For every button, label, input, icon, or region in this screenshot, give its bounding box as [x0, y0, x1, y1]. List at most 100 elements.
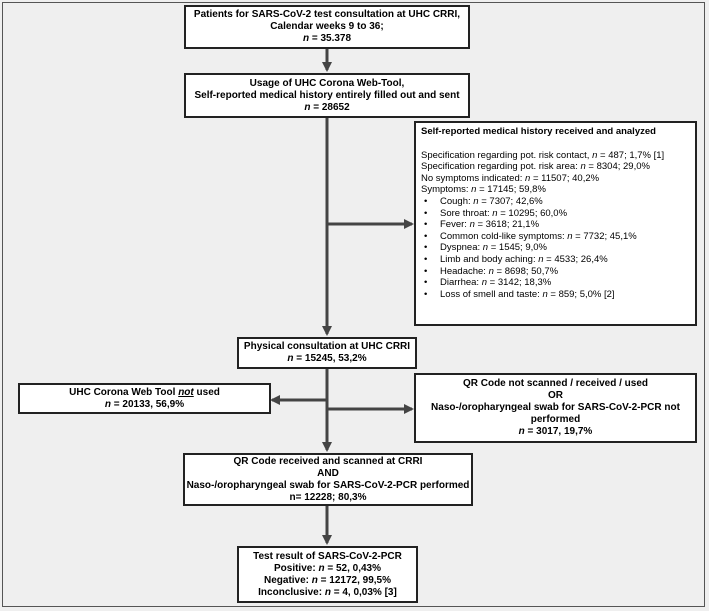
webtool-n-value: = 28652: [310, 101, 350, 113]
webtool-line1: Usage of UHC Corona Web-Tool,: [249, 77, 405, 89]
qrnot-line3: Naso-/oropharyngeal swab for SARS-CoV-2-…: [431, 402, 680, 413]
history-line-label: Specification regarding pot. risk area:: [421, 161, 581, 173]
patients-n-label: n: [302, 33, 310, 44]
symptom-item-label: Cough:: [440, 195, 474, 207]
history-line-n: n: [471, 184, 477, 196]
qr-scanned-box: QR Code received and scanned at CRRI AND…: [183, 453, 473, 506]
medical-history-title: Self-reported medical history received a…: [421, 126, 656, 137]
qrscan-n-value: n= 12228; 80,3%: [289, 491, 367, 503]
medical-history-box: Self-reported medical history received a…: [414, 121, 697, 326]
symptom-item-value: = 1545; 9,0%: [488, 242, 547, 254]
qrscan-line2: AND: [317, 467, 339, 479]
qrscan-line3: Naso-/oropharyngeal swab for SARS-CoV-2-…: [186, 479, 470, 491]
symptom-item: Sore throat: n = 10295; 60,0%: [421, 208, 690, 220]
history-line-value: = 11507; 40,2%: [530, 172, 600, 184]
symptom-item-label: Diarrhea:: [440, 277, 482, 289]
symptom-item-label: Dyspnea:: [440, 242, 483, 254]
symptom-item-label: Common cold-like symptoms:: [440, 230, 568, 242]
symptom-item-value: = 859; 5,0% [2]: [547, 288, 615, 300]
webtool-not-used-box: UHC Corona Web Tool not used n = 20133, …: [18, 383, 271, 414]
history-line-value: = 17145; 59,8%: [476, 184, 546, 196]
pcr-negative-n: n: [311, 574, 318, 586]
pcr-positive-n: n: [318, 562, 325, 574]
symptom-item-n: n: [542, 288, 548, 300]
history-line: Specification regarding pot. risk contac…: [421, 150, 690, 162]
notused-n-value: = 20133, 56,9%: [110, 398, 185, 410]
pcr-inconclusive-n: n: [324, 586, 331, 598]
qrnot-n-label: n: [518, 426, 525, 437]
history-line-label: Symptoms:: [421, 184, 472, 196]
history-line: Symptoms: n = 17145; 59,8%: [421, 184, 690, 196]
pcr-result-box: Test result of SARS-CoV-2-PCR Positive: …: [237, 546, 418, 603]
physical-n-value: = 15245, 53,2%: [293, 353, 367, 364]
symptom-item: Dyspnea: n = 1545; 9,0%: [421, 242, 690, 254]
symptom-item: Headache: n = 8698; 50,7%: [421, 266, 690, 278]
pcr-negative-label: Negative:: [263, 574, 312, 586]
symptom-item-n: n: [482, 242, 489, 254]
history-line: No symptoms indicated: n = 11507; 40,2%: [421, 173, 690, 185]
webtool-box: Usage of UHC Corona Web-Tool, Self-repor…: [184, 73, 470, 118]
pcr-inconclusive-value: = 4, 0,03% [3]: [330, 586, 397, 598]
qrnot-line2: OR: [548, 390, 563, 401]
history-line-label: Specification regarding pot. risk contac…: [421, 149, 593, 161]
symptom-item-value: = 3618; 21,1%: [474, 219, 540, 231]
symptom-item-n: n: [538, 253, 544, 265]
physical-consultation-box: Physical consultation at UHC CRRI n = 15…: [237, 337, 417, 369]
webtool-n-label: n: [304, 101, 311, 113]
patients-line2: Calendar weeks 9 to 36;: [270, 21, 384, 32]
symptom-item-n: n: [473, 195, 479, 207]
symptom-item-value: = 8698; 50,7%: [493, 265, 559, 277]
symptom-item: Fever: n = 3618; 21,1%: [421, 219, 690, 231]
symptom-item-label: Limb and body aching:: [440, 253, 539, 265]
patients-n-value: = 35.378: [309, 33, 352, 44]
physical-line1: Physical consultation at UHC CRRI: [243, 341, 411, 352]
symptom-item-value: = 4533; 26,4%: [543, 253, 608, 265]
webtool-line2: Self-reported medical history entirely f…: [194, 89, 460, 101]
symptom-item-n: n: [492, 207, 498, 219]
history-line-n: n: [592, 149, 598, 161]
symptom-item: Limb and body aching: n = 4533; 26,4%: [421, 254, 690, 266]
patients-line1: Patients for SARS-CoV-2 test consultatio…: [193, 9, 461, 20]
symptom-item-label: Sore throat:: [440, 207, 493, 219]
qrnot-n-value: = 3017, 19,7%: [524, 426, 593, 437]
symptom-item-value: = 7307; 42,6%: [478, 195, 543, 207]
symptom-item-n: n: [567, 230, 573, 242]
symptom-item-value: = 3142; 18,3%: [487, 277, 552, 289]
history-line-n: n: [580, 161, 586, 173]
qrscan-line1: QR Code received and scanned at CRRI: [233, 455, 423, 467]
symptom-item-value: = 7732; 45,1%: [572, 230, 637, 242]
symptom-item-n: n: [481, 277, 488, 289]
symptom-item: Cough: n = 7307; 42,6%: [421, 196, 690, 208]
patients-box: Patients for SARS-CoV-2 test consultatio…: [184, 5, 470, 49]
history-line-value: = 487; 1,7% [1]: [597, 149, 665, 161]
pcr-positive-value: = 52, 0,43%: [324, 562, 381, 574]
symptom-item-label: Loss of smell and taste:: [440, 288, 543, 300]
notused-post: used: [193, 386, 220, 398]
qr-not-scanned-box: QR Code not scanned / received / used OR…: [414, 373, 697, 443]
history-line-n: n: [525, 172, 531, 184]
physical-n-label: n: [287, 353, 294, 364]
pcr-positive-label: Positive:: [273, 562, 319, 574]
qrnot-line1: QR Code not scanned / received / used: [462, 378, 649, 389]
history-line-label: No symptoms indicated:: [421, 172, 526, 184]
symptom-item: Loss of smell and taste: n = 859; 5,0% […: [421, 289, 690, 301]
history-line: Specification regarding pot. risk area: …: [421, 161, 690, 173]
pcr-negative-value: = 12172, 99,5%: [317, 574, 392, 586]
symptom-list: Cough: n = 7307; 42,6%Sore throat: n = 1…: [421, 196, 690, 300]
history-line-value: = 8304; 29,0%: [585, 161, 650, 173]
symptom-item-label: Fever:: [440, 219, 470, 231]
notused-n-label: n: [104, 398, 111, 410]
pcr-title: Test result of SARS-CoV-2-PCR: [253, 550, 402, 562]
symptom-item-label: Headache:: [440, 265, 489, 277]
notused-pre: UHC Corona Web Tool: [69, 386, 179, 398]
pcr-inconclusive-label: Inconclusive:: [258, 586, 325, 598]
symptom-item-n: n: [488, 265, 494, 277]
medical-history-lines: Specification regarding pot. risk contac…: [421, 150, 690, 196]
symptom-item: Common cold-like symptoms: n = 7732; 45,…: [421, 231, 690, 243]
qrnot-line4: performed: [530, 414, 581, 425]
symptom-item-n: n: [469, 219, 475, 231]
notused-emph: not: [178, 386, 194, 398]
symptom-item: Diarrhea: n = 3142; 18,3%: [421, 277, 690, 289]
symptom-item-value: = 10295; 60,0%: [497, 207, 568, 219]
